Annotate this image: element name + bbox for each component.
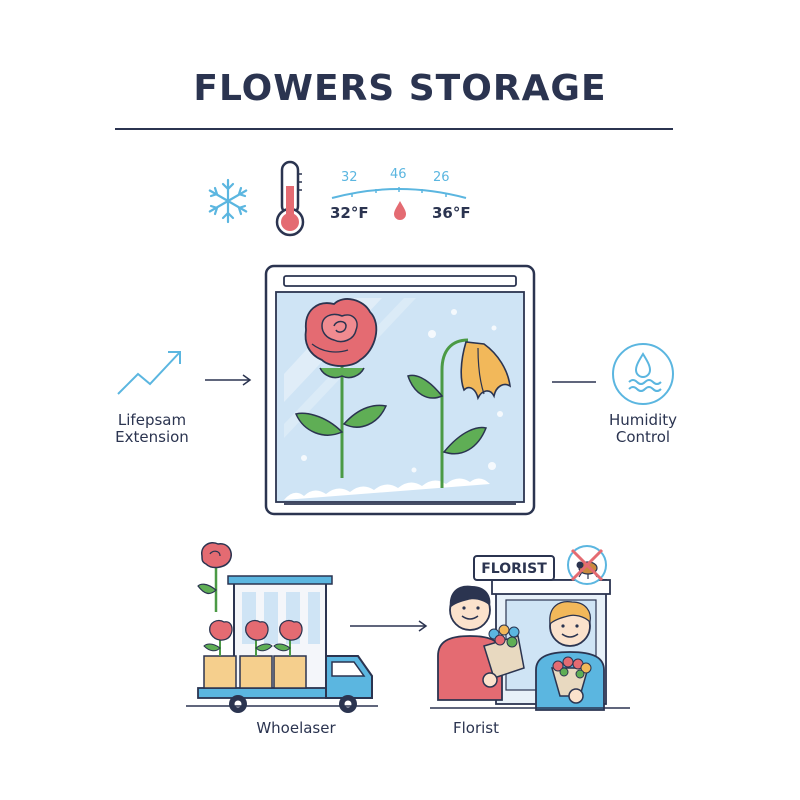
florist-shop xyxy=(430,555,630,711)
scale-tick-1: 32 xyxy=(341,170,358,185)
lifespan-label-line1: Lifepsam xyxy=(117,411,187,429)
title-divider xyxy=(115,128,673,130)
humidity-label-line2: Control xyxy=(615,428,671,446)
temp-low: 32°F xyxy=(330,204,369,222)
no-pests-icon xyxy=(567,545,607,585)
water-drop-icon xyxy=(394,201,406,220)
humidity-icon xyxy=(612,343,674,405)
humidity-label-line1: Humidity xyxy=(608,411,677,429)
page-title: FLOWERS STORAGE xyxy=(193,68,607,109)
humidity-label: Humidity Control xyxy=(594,412,692,446)
temp-high: 36°F xyxy=(432,204,471,222)
wholesaler-truck xyxy=(186,542,378,713)
temperature-arc xyxy=(331,187,467,199)
wholesaler-label: Whoelaser xyxy=(256,719,336,737)
cooler-display xyxy=(264,264,536,516)
trend-up-icon xyxy=(117,351,181,395)
lifespan-label-line2: Extension xyxy=(115,428,189,446)
lifespan-label: Lifepsam Extension xyxy=(104,412,200,446)
arrow-to-florist xyxy=(350,620,428,632)
florist-label: Florist xyxy=(452,719,499,737)
arrow-to-cooler xyxy=(205,374,252,386)
connector-line xyxy=(552,381,596,383)
thermometer-icon xyxy=(275,160,305,237)
florist-sign: FLORIST xyxy=(481,561,547,577)
scale-tick-2: 46 xyxy=(390,167,407,182)
snowflake-icon xyxy=(208,178,248,224)
scale-tick-3: 26 xyxy=(433,170,450,185)
